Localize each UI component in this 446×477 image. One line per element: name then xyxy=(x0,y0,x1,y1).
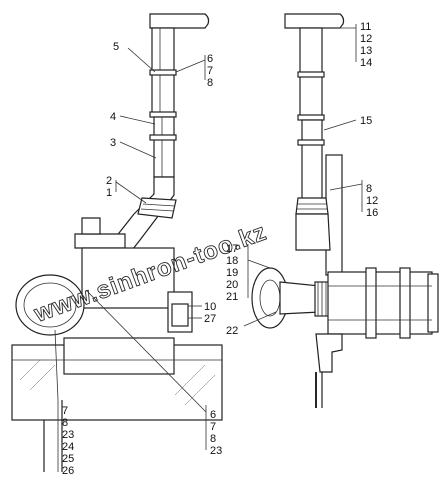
air-filter-housing-left xyxy=(81,247,175,309)
callout-2: 2 xyxy=(106,175,112,187)
right-view xyxy=(251,13,439,408)
air-cleaner-body-right xyxy=(327,271,433,335)
callout-23-bottom: 23 xyxy=(62,429,74,441)
middle-pipe-left xyxy=(153,116,175,178)
callout-14: 14 xyxy=(360,57,372,69)
callout-13: 13 xyxy=(360,45,372,57)
callout-11: 11 xyxy=(360,21,371,33)
callout-8-right: 8 xyxy=(366,183,372,195)
callout-20: 20 xyxy=(226,279,238,291)
callout-6-mid: 6 xyxy=(210,409,216,421)
callout-27: 27 xyxy=(204,313,216,325)
callout-19: 19 xyxy=(226,267,238,279)
callout-3: 3 xyxy=(110,137,116,149)
callout-10: 10 xyxy=(204,301,216,313)
callout-24: 24 xyxy=(62,441,74,453)
mount-post-right xyxy=(315,333,343,373)
callout-8-bottom: 8 xyxy=(62,417,68,429)
intake-cap-left xyxy=(149,13,210,29)
intake-cap-right xyxy=(284,13,345,29)
callout-21: 21 xyxy=(226,291,238,303)
callout-17: 17 xyxy=(226,243,238,255)
flex-coupling-right xyxy=(295,197,329,215)
callout-7-bottom: 7 xyxy=(62,405,68,417)
callout-22: 22 xyxy=(226,325,238,337)
leader-lines xyxy=(54,24,363,472)
callout-12-top: 12 xyxy=(360,33,372,45)
air-cleaner-round-left xyxy=(15,274,85,336)
callout-25: 25 xyxy=(62,453,74,465)
callout-8-mid: 8 xyxy=(210,433,216,445)
callout-23-mid: 23 xyxy=(210,445,222,457)
callout-12-right: 12 xyxy=(366,195,378,207)
callout-labels: 5 6 7 8 4 3 2 1 10 27 7 8 23 24 25 26 6 … xyxy=(62,21,378,477)
callout-26: 26 xyxy=(62,465,74,477)
support-bracket-left xyxy=(74,233,126,249)
middle-pipe-right xyxy=(301,119,323,201)
callout-7-top: 7 xyxy=(207,65,213,77)
callout-1: 1 xyxy=(106,187,112,199)
callout-4: 4 xyxy=(110,111,116,123)
callout-16: 16 xyxy=(366,207,378,219)
flex-coupling-left xyxy=(137,197,177,219)
clamp-upper-left xyxy=(149,69,177,76)
callout-7-mid: 7 xyxy=(210,421,216,433)
callout-15: 15 xyxy=(360,115,372,127)
left-view xyxy=(11,13,223,472)
callout-18: 18 xyxy=(226,255,238,267)
callout-5: 5 xyxy=(113,41,119,53)
callout-8-top: 8 xyxy=(207,77,213,89)
callout-6-top: 6 xyxy=(207,53,213,65)
